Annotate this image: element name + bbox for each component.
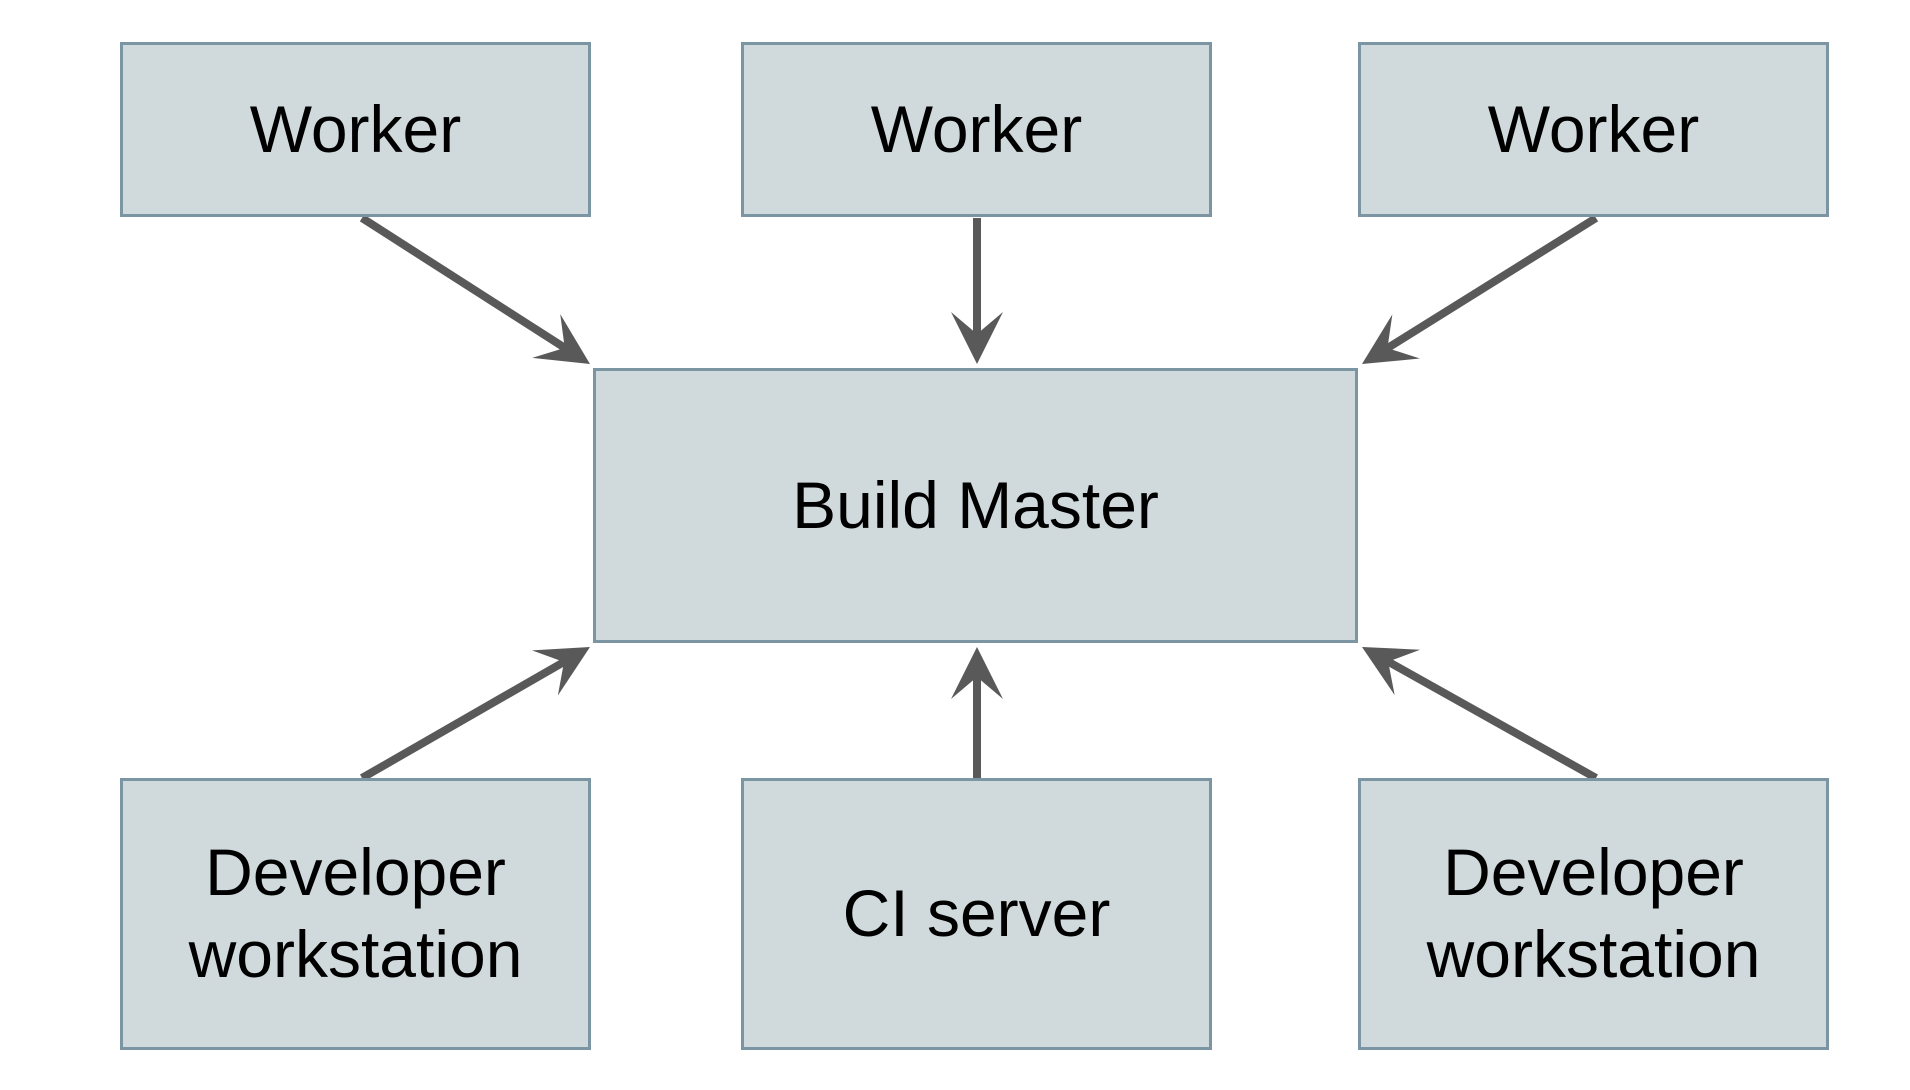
worker-right-to-build-master-arrowhead-icon	[1362, 314, 1420, 364]
worker-left-to-build-master-shaft	[359, 214, 568, 352]
worker-right-node: Worker	[1358, 42, 1829, 217]
worker-middle-node: Worker	[741, 42, 1212, 217]
ci-server-node: CI server	[741, 778, 1212, 1050]
developer-right-to-build-master-arrowhead-icon	[1362, 647, 1421, 696]
ci-server-to-build-master-arrowhead-icon	[951, 647, 1003, 699]
worker-right-to-build-master-shaft	[1384, 214, 1599, 353]
worker-middle-to-build-master-arrowhead-icon	[951, 312, 1003, 364]
build-master-node: Build Master	[593, 368, 1358, 643]
developer-workstation-left-node: Developer workstation	[120, 778, 591, 1050]
developer-right-to-build-master-shaft	[1385, 657, 1598, 782]
developer-workstation-right-node: Developer workstation	[1358, 778, 1829, 1050]
worker-left-node: Worker	[120, 42, 591, 217]
developer-left-to-build-master-shaft	[360, 657, 567, 782]
